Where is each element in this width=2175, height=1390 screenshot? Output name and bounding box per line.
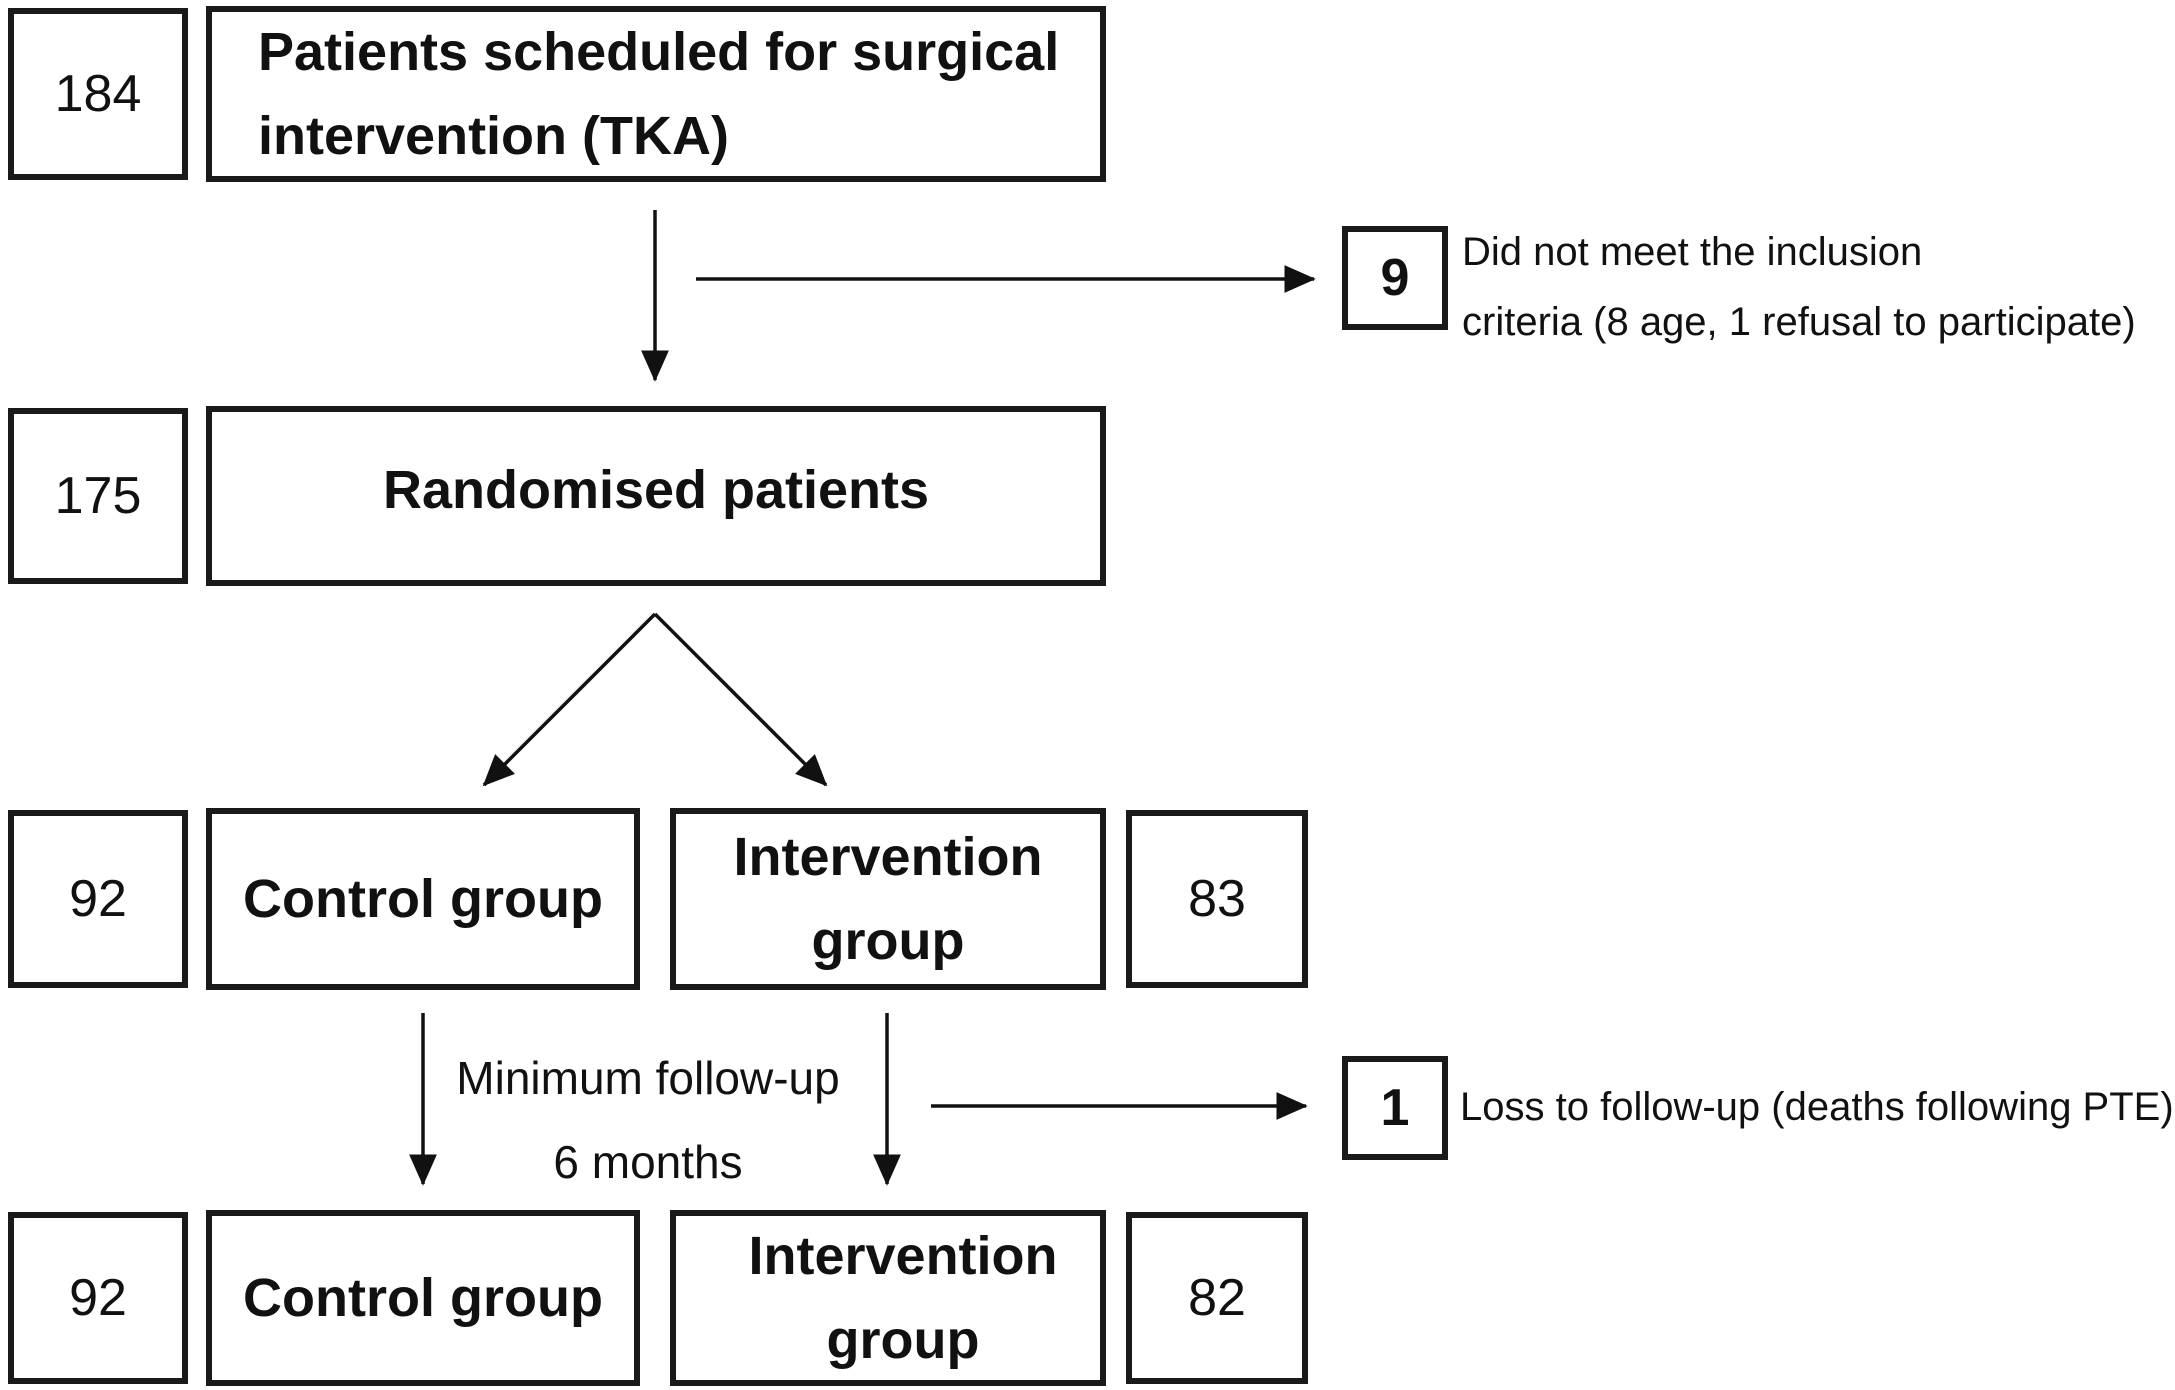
allocation-control-label: Control group [243,869,603,929]
analysis-control-box: Control group [206,1210,640,1386]
allocation-intervention-label-line1: Intervention [733,827,1043,887]
loss-note: Loss to follow-up (deaths following PTE) [1460,1072,2174,1142]
followup-label-line1: Minimum follow-up [456,1052,840,1104]
screening-count-box: 184 [8,8,188,180]
analysis-intervention-count-box: 82 [1126,1212,1308,1384]
followup-label: Minimum follow-up 6 months [430,1036,866,1204]
analysis-intervention-box: Intervention group [670,1210,1106,1386]
allocation-control-box: Control group [206,808,640,990]
loss-count: 1 [1380,1079,1410,1137]
screening-box: Patients scheduled for surgical interven… [206,6,1106,182]
analysis-intervention-label: Intervention group [748,1214,1057,1382]
randomised-label: Randomised patients [382,460,930,520]
screening-count: 184 [54,65,142,123]
excluded-note-line2: criteria (8 age, 1 refusal to participat… [1462,300,2136,344]
randomised-box: Randomised patients [206,406,1106,586]
randomised-count: 175 [54,467,142,525]
loss-count-box: 1 [1342,1056,1448,1160]
excluded-note: Did not meet the inclusion criteria (8 a… [1462,217,2136,357]
analysis-control-label: Control group [243,1268,603,1328]
loss-note-text: Loss to follow-up (deaths following PTE) [1460,1085,2174,1129]
excluded-count: 9 [1380,249,1410,307]
analysis-intervention-count: 82 [1188,1269,1246,1327]
excluded-count-box: 9 [1342,226,1448,330]
allocation-intervention-count: 83 [1188,870,1246,928]
allocation-intervention-count-box: 83 [1126,810,1308,988]
allocation-intervention-box: Intervention group [670,808,1106,990]
screening-label-line2: intervention (TKA) [258,106,729,166]
allocation-control-count: 92 [69,870,127,928]
screening-label-line1: Patients scheduled for surgical [258,22,1060,82]
excluded-note-line1: Did not meet the inclusion [1462,230,1923,274]
randomised-count-box: 175 [8,408,188,584]
screening-label: Patients scheduled for surgical interven… [258,10,1059,178]
analysis-intervention-label-line1: Intervention [748,1226,1058,1286]
analysis-control-count: 92 [69,1269,127,1327]
allocation-intervention-label-line2: group [811,911,965,971]
analysis-intervention-label-line2: group [826,1310,980,1370]
allocation-intervention-label: Intervention group [733,815,1042,983]
allocation-control-count-box: 92 [8,810,188,988]
analysis-control-count-box: 92 [8,1212,188,1384]
followup-label-line2: 6 months [553,1136,743,1188]
arrow-randomised-to-control [482,612,657,787]
arrow-randomised-to-intervention [653,612,828,787]
